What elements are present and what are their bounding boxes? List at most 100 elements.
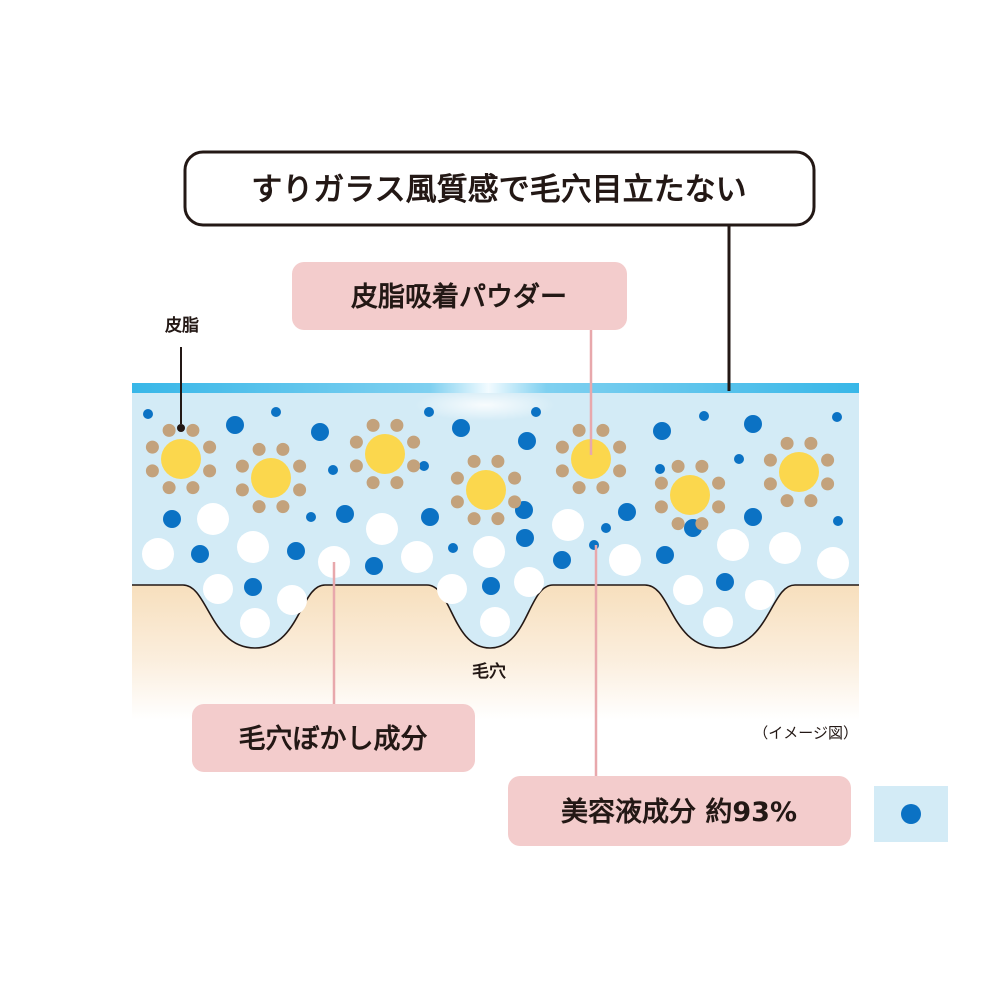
powder-particle <box>450 471 464 485</box>
serum-dot <box>518 432 536 450</box>
powder-particle <box>366 476 380 490</box>
sebum-droplet <box>779 452 819 492</box>
serum-dot <box>244 578 262 596</box>
powder-particle <box>407 435 421 449</box>
powder-particle <box>804 494 818 508</box>
powder-particle <box>821 477 835 491</box>
serum-callout-box <box>508 776 851 846</box>
pore-blur-particle <box>437 574 467 604</box>
pore-blur-particle <box>703 607 733 637</box>
powder-particle <box>293 483 307 497</box>
pore-blur-particle <box>142 538 174 570</box>
powder-particle <box>235 459 249 473</box>
pore-blur-particle <box>745 580 775 610</box>
serum-dot <box>734 454 744 464</box>
powder-particle <box>712 500 726 514</box>
powder-particle <box>276 500 290 514</box>
serum-dot <box>287 542 305 560</box>
pore-blur-particle <box>480 607 510 637</box>
serum-dot <box>328 465 338 475</box>
powder-particle <box>467 512 481 526</box>
serum-dot <box>833 516 843 526</box>
powder-particle <box>162 481 176 495</box>
pore-blur-particle <box>817 547 849 579</box>
pore-blur-particle <box>673 575 703 605</box>
serum-dot <box>163 510 181 528</box>
powder-particle <box>671 517 685 531</box>
pore-blur-particle <box>203 574 233 604</box>
serum-dot <box>226 416 244 434</box>
serum-dot <box>482 577 500 595</box>
powder-callout-text: 皮脂吸着パウダー <box>351 281 567 313</box>
serum-callout-text: 美容液成分 約93% <box>561 796 797 828</box>
serum-dot <box>655 464 665 474</box>
sebum-powder-clusters <box>145 418 835 531</box>
powder-particle <box>613 440 627 454</box>
powder-particle <box>508 495 522 509</box>
sebum-droplet <box>466 470 506 510</box>
serum-dot <box>448 543 458 553</box>
powder-particle <box>293 459 307 473</box>
powder-particle <box>390 418 404 432</box>
serum-dot <box>336 505 354 523</box>
serum-dot <box>589 540 599 550</box>
powder-particle <box>186 481 200 495</box>
powder-particle <box>203 464 217 478</box>
powder-particle <box>804 436 818 450</box>
powder-particle <box>407 459 421 473</box>
serum-dot <box>311 423 329 441</box>
pore-blur-particle <box>277 585 307 615</box>
pore-blur-particle <box>240 608 270 638</box>
powder-particle <box>145 464 159 478</box>
image-note: （イメージ図） <box>753 724 858 742</box>
serum-dot <box>306 512 316 522</box>
powder-particle <box>186 423 200 437</box>
powder-particle <box>467 454 481 468</box>
serum-dot <box>421 508 439 526</box>
powder-callout-box <box>292 262 627 330</box>
powder-particle <box>821 453 835 467</box>
pore-blur-particle <box>552 509 584 541</box>
pore-blur-particle <box>237 531 269 563</box>
pore-blur-particle <box>473 536 505 568</box>
powder-particle <box>555 440 569 454</box>
powder-particle <box>555 464 569 478</box>
serum-dot <box>531 407 541 417</box>
powder-particle <box>780 494 794 508</box>
serum-dot <box>452 419 470 437</box>
powder-particle <box>252 442 266 456</box>
serum-dot <box>716 573 734 591</box>
pore-blur-particle <box>366 513 398 545</box>
serum-dot <box>365 557 383 575</box>
powder-particle <box>572 481 586 495</box>
serum-dot <box>271 407 281 417</box>
pore-blur-callout-text: 毛穴ぼかし成分 <box>239 724 428 755</box>
film-top-edge <box>132 383 859 393</box>
powder-particle <box>654 500 668 514</box>
powder-particle <box>491 454 505 468</box>
sebum-droplet <box>161 439 201 479</box>
powder-particle <box>596 481 610 495</box>
powder-particle <box>596 423 610 437</box>
powder-particle <box>712 476 726 490</box>
powder-particle <box>491 512 505 526</box>
title-callout-text: すりガラス風質感で毛穴目立たない <box>251 172 746 208</box>
powder-particle <box>203 440 217 454</box>
serum-dot <box>653 422 671 440</box>
pore-outline <box>132 584 859 649</box>
powder-particle <box>654 476 668 490</box>
film-glow <box>415 389 555 421</box>
powder-particle <box>613 464 627 478</box>
powder-particle <box>366 418 380 432</box>
sebum-droplet <box>571 439 611 479</box>
serum-dot <box>143 409 153 419</box>
powder-particle <box>349 435 363 449</box>
powder-particle <box>695 459 709 473</box>
sebum-leader-dot <box>177 424 185 432</box>
powder-particle <box>763 453 777 467</box>
powder-particle <box>276 442 290 456</box>
powder-particle <box>508 471 522 485</box>
serum-dot <box>832 412 842 422</box>
powder-particle <box>390 476 404 490</box>
